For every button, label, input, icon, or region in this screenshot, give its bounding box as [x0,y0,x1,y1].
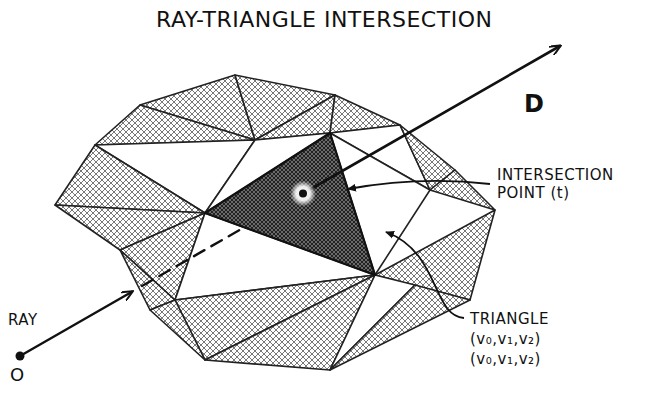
leader-lines [348,181,490,318]
ray-label: RAY [8,311,38,329]
callout-label: TRIANGLE [470,310,549,328]
vertex-list: (v₀,v₁,v₂) [470,350,541,368]
ray [16,46,561,361]
callout-label: INTERSECTION POINT (t) [497,166,639,202]
vertex-list: (v₀,v₁,v₂) [470,330,541,348]
diagram-title: RAY-TRIANGLE INTERSECTION [156,7,492,33]
triangle-mesh [55,75,495,370]
origin-label: O [10,364,25,386]
ray-direction-label: D [524,90,544,119]
intersection-point [290,181,316,207]
